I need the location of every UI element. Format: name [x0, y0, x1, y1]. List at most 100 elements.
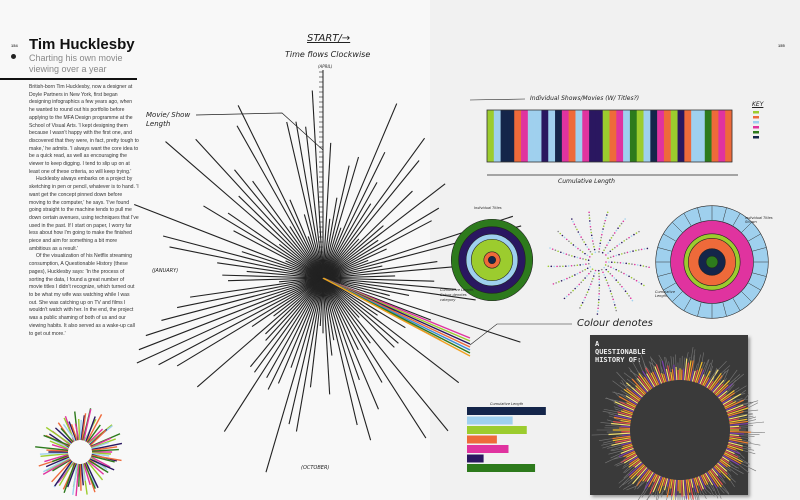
spiral-dot [611, 295, 614, 298]
starburst-line [176, 277, 324, 367]
key-swatch [753, 121, 759, 124]
poster-outer-bar [611, 399, 627, 404]
poster-outer-bar [738, 435, 755, 437]
poster-bar [704, 378, 711, 388]
spiral-dot [615, 309, 617, 312]
poster-outer-bar [743, 409, 759, 412]
wheel-spoke [86, 424, 101, 443]
starburst-line [265, 277, 324, 335]
wheel-spoke [42, 458, 71, 475]
poster-bar [618, 395, 637, 407]
spiral-dot [610, 236, 613, 239]
poster-bar [729, 432, 745, 435]
spiral-dot [604, 264, 607, 266]
strip-segment [548, 110, 556, 162]
poster-bar [614, 414, 632, 420]
starburst-line [322, 248, 387, 279]
strip-segment [609, 110, 617, 162]
poster-outer-bar [603, 440, 613, 444]
spiral-dot [592, 243, 595, 245]
poster-outer-bar [634, 477, 641, 490]
poster-bar [630, 464, 646, 480]
poster-bar [729, 425, 740, 428]
spiral-dot [599, 239, 602, 242]
spiral-dot [629, 250, 632, 253]
poster-outer-bar [734, 385, 747, 394]
spiral-dot [622, 220, 625, 223]
spiral-dot [597, 307, 599, 310]
starburst-line [217, 262, 324, 279]
poster-outer-bar [653, 484, 659, 497]
poster-bar [726, 404, 744, 413]
poster-bar [622, 443, 633, 448]
poster-bar [657, 476, 663, 485]
poster-bar [631, 390, 642, 399]
poster-bar [726, 446, 737, 451]
strip-segment [575, 110, 583, 162]
spiral-dot [616, 261, 619, 264]
spiral-dot [615, 279, 618, 281]
segment-divider [752, 247, 767, 252]
spiral-dot [603, 266, 605, 269]
spiral-dot [554, 249, 557, 251]
spiral-dot [574, 245, 577, 248]
spiral-dot [642, 265, 645, 267]
spiral-dot [589, 250, 592, 253]
wheel-spoke [43, 434, 71, 447]
starburst-line [277, 277, 324, 384]
poster-outer-bar [739, 425, 754, 427]
spiral-dot [598, 292, 600, 295]
poster-bar [612, 437, 631, 442]
spiral-dot [622, 262, 625, 264]
poster-bar [623, 388, 640, 402]
poster-outer-bar [675, 354, 677, 367]
strip-segment [521, 110, 529, 162]
spiral-dot [568, 276, 571, 279]
spiral-dot [623, 252, 626, 254]
spiral-dot [597, 304, 600, 307]
poster-bar [644, 471, 653, 482]
poster-bar [716, 384, 729, 397]
wheel-spoke [86, 414, 103, 443]
poster-outer-bar [703, 359, 709, 370]
ring [705, 255, 719, 269]
poster-bar [670, 371, 673, 381]
poster-outer-bar [720, 472, 726, 479]
starburst-line [322, 277, 427, 439]
poster-bar [718, 461, 726, 468]
leader-line [469, 323, 572, 346]
wheel-spoke [67, 463, 77, 488]
wheel-spoke [91, 441, 110, 450]
poster-outer-bar [666, 497, 668, 500]
poster-bar [703, 377, 710, 387]
strip-segment [691, 110, 699, 162]
starburst-line [254, 277, 324, 373]
poster-outer-bar [704, 362, 711, 377]
spiral-dot [596, 310, 599, 312]
poster-bar [650, 372, 658, 386]
poster-outer-bar [622, 464, 630, 469]
poster-bar [625, 395, 639, 404]
spiral-dot [628, 236, 630, 239]
poster-outer-bar [748, 421, 765, 424]
poster-bar [666, 479, 672, 498]
starburst-line [322, 225, 384, 279]
spiral-dot [628, 295, 630, 297]
poster-outer-bar [726, 380, 736, 392]
spiral-dot [635, 249, 637, 252]
bullet-icon [11, 54, 16, 59]
poster-bar [628, 456, 639, 463]
poster-outer-bar [610, 453, 621, 459]
poster-outer-bar [722, 378, 727, 385]
starburst-line [322, 277, 359, 351]
poster-bar [729, 418, 740, 422]
poster-bar [621, 444, 633, 450]
starburst-line [203, 205, 324, 279]
spiral-dot [559, 265, 561, 268]
spiral-dot [565, 295, 568, 298]
poster-bar [670, 479, 673, 489]
poster-outer-bar [721, 365, 731, 374]
poster-outer-bar [735, 401, 752, 407]
poster-outer-bar [664, 356, 667, 370]
poster-outer-bar [722, 484, 730, 494]
